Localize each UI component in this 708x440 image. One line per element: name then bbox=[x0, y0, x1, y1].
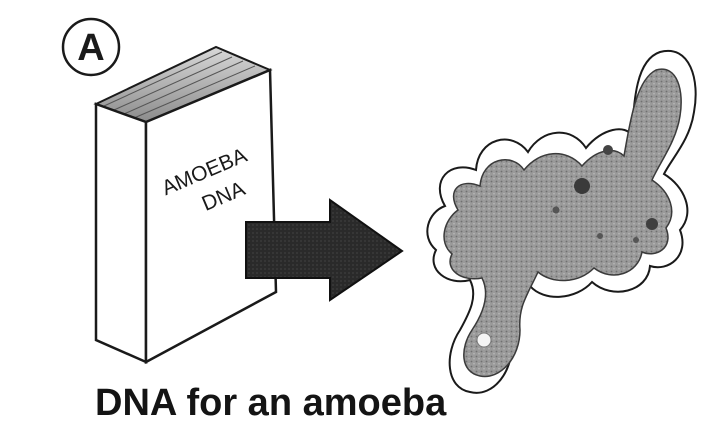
amoeba-organelle bbox=[603, 145, 613, 155]
amoeba-organelle bbox=[553, 207, 560, 214]
figure-caption: DNA for an amoeba bbox=[95, 380, 446, 426]
panel-badge-letter: A bbox=[77, 27, 104, 69]
amoeba-organelle bbox=[633, 237, 639, 243]
amoeba-vacuole bbox=[477, 333, 491, 347]
panel-badge: A bbox=[63, 19, 119, 75]
amoeba-organelle bbox=[646, 218, 658, 230]
amoeba-body bbox=[444, 69, 681, 376]
book-cover bbox=[146, 70, 276, 362]
amoeba-organelle bbox=[597, 233, 603, 239]
book-spine bbox=[96, 104, 146, 362]
dna-book: AMOEBA DNA bbox=[96, 47, 276, 362]
amoeba-illustration bbox=[427, 51, 695, 393]
amoeba-nucleus bbox=[574, 178, 590, 194]
